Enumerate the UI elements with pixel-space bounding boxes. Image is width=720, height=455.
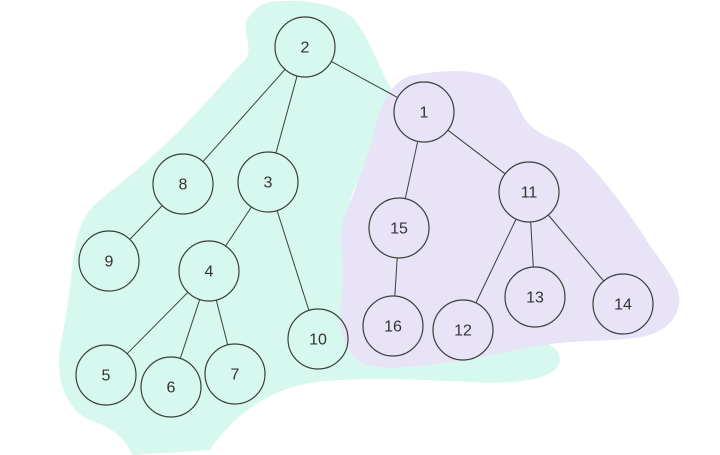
node-7: 7 xyxy=(204,343,266,405)
node-3: 3 xyxy=(237,151,299,213)
edge-11-13 xyxy=(530,221,534,268)
node-label-5: 5 xyxy=(102,368,111,385)
node-circle-11 xyxy=(498,161,560,223)
node-16: 16 xyxy=(362,295,424,357)
node-11: 11 xyxy=(498,161,560,223)
edge-4-6 xyxy=(179,299,201,359)
node-circle-4 xyxy=(178,240,240,302)
region-green xyxy=(59,0,560,455)
node-4: 4 xyxy=(178,240,240,302)
node-2: 2 xyxy=(274,16,336,78)
edge-1-15 xyxy=(404,141,419,199)
node-15: 15 xyxy=(368,197,430,259)
node-5: 5 xyxy=(75,344,137,406)
node-13: 13 xyxy=(504,266,566,328)
edge-3-10 xyxy=(276,210,310,311)
edge-4-7 xyxy=(215,299,229,346)
node-8: 8 xyxy=(152,153,214,215)
node-12: 12 xyxy=(432,299,494,361)
node-circle-16 xyxy=(362,295,424,357)
node-circle-13 xyxy=(504,266,566,328)
node-circle-9 xyxy=(78,230,140,292)
node-circle-15 xyxy=(368,197,430,259)
node-14: 14 xyxy=(592,273,654,335)
edge-8-9 xyxy=(129,205,163,240)
node-label-14: 14 xyxy=(614,297,632,314)
edges-layer xyxy=(126,60,605,359)
node-label-3: 3 xyxy=(264,175,273,192)
node-label-9: 9 xyxy=(105,254,114,271)
edge-15-16 xyxy=(394,257,398,297)
node-1: 1 xyxy=(393,81,455,143)
node-label-7: 7 xyxy=(231,367,240,384)
node-label-1: 1 xyxy=(420,105,429,122)
node-label-11: 11 xyxy=(521,185,538,202)
node-label-8: 8 xyxy=(179,177,188,194)
node-label-13: 13 xyxy=(526,290,544,307)
edge-4-5 xyxy=(126,291,189,355)
node-label-10: 10 xyxy=(309,332,327,349)
node-circle-3 xyxy=(237,151,299,213)
edge-1-11 xyxy=(447,129,506,175)
node-label-16: 16 xyxy=(384,319,402,336)
node-10: 10 xyxy=(287,308,349,370)
node-circle-1 xyxy=(393,81,455,143)
edge-11-12 xyxy=(475,218,517,304)
edge-2-1 xyxy=(331,60,398,99)
node-9: 9 xyxy=(78,230,140,292)
node-circle-7 xyxy=(204,343,266,405)
nodes-layer: 2 8 3 9 4 10 5 6 7 1 15 11 16 12 13 14 xyxy=(75,16,654,418)
node-circle-14 xyxy=(592,273,654,335)
edge-3-4 xyxy=(225,206,252,247)
node-label-2: 2 xyxy=(301,40,310,57)
node-label-6: 6 xyxy=(167,380,176,397)
node-circle-6 xyxy=(140,356,202,418)
edge-11-14 xyxy=(547,214,605,282)
edge-2-8 xyxy=(202,69,286,162)
node-label-4: 4 xyxy=(205,264,214,281)
node-circle-2 xyxy=(274,16,336,78)
node-circle-12 xyxy=(432,299,494,361)
node-circle-5 xyxy=(75,344,137,406)
node-6: 6 xyxy=(140,356,202,418)
node-label-12: 12 xyxy=(454,323,472,340)
node-circle-10 xyxy=(287,308,349,370)
edge-2-3 xyxy=(275,75,298,154)
node-circle-8 xyxy=(152,153,214,215)
node-label-15: 15 xyxy=(390,221,408,238)
